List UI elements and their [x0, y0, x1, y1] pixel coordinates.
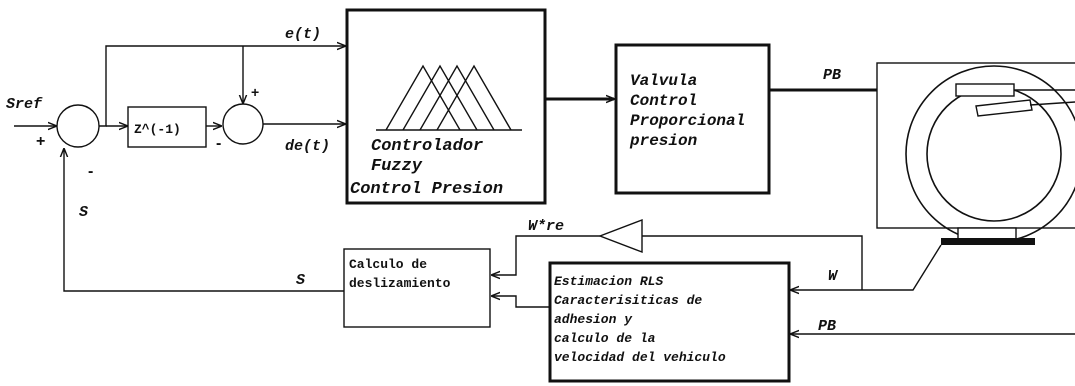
sensor-base	[941, 238, 1035, 245]
slip-label-line2: deslizamiento	[349, 276, 451, 291]
wheel-speed-line	[791, 244, 942, 290]
rls-label-line1: Estimacion RLS	[554, 274, 663, 289]
sref-label: Sref	[6, 96, 43, 113]
valve-label-line4: presion	[629, 132, 697, 150]
de-t-label: de(t)	[285, 138, 330, 155]
sum1-minus-sign: -	[88, 163, 93, 180]
w-re-line	[492, 235, 600, 275]
slip-label-line1: Calculo de	[349, 257, 427, 272]
fuzzy-membership-icon	[376, 64, 522, 131]
w-label: W	[828, 268, 839, 285]
rls-to-slip-line	[492, 296, 550, 308]
valve-label-line3: Proporcional	[630, 112, 745, 130]
summing-junction-2	[222, 103, 264, 145]
sum2-minus-sign: -	[216, 135, 221, 152]
rls-estimation-block	[548, 261, 791, 383]
fuzzy-label-line3: Control Presion	[350, 180, 503, 199]
sensor-mount	[957, 227, 1017, 240]
gain-triangle	[598, 218, 643, 254]
rls-label-line4: calculo de la	[554, 331, 656, 346]
valve-block	[614, 43, 771, 195]
rls-label-line5: velocidad del vehiculo	[554, 350, 726, 365]
brake-caliper-top	[955, 83, 1015, 97]
pb-top-label: PB	[823, 67, 841, 84]
pb-bottom-label: PB	[818, 318, 836, 335]
sum1-plus-sign: +	[36, 133, 45, 150]
summing-junction-1	[56, 104, 100, 148]
gain-feed-line	[642, 235, 863, 290]
s-mid-label: S	[296, 272, 305, 289]
sum2-plus-sign: +	[251, 84, 259, 100]
delay-block	[127, 106, 207, 148]
fuzzy-label-line1: Controlador	[371, 137, 483, 156]
rls-label-line3: adhesion y	[554, 312, 633, 327]
delay-label: Z^(-1)	[134, 122, 181, 137]
s-left-label: S	[79, 204, 88, 221]
slip-feedback-line	[64, 149, 344, 292]
valve-label-line1: Valvula	[630, 72, 697, 90]
w-re-label: W*re	[528, 218, 564, 235]
slip-calculation-block	[343, 248, 491, 328]
valve-label-line2: Control	[630, 92, 697, 110]
brake-caliper-arm	[975, 99, 1033, 117]
e-t-label: e(t)	[285, 26, 321, 43]
fuzzy-label-line2: Fuzzy	[371, 157, 423, 176]
error-signal-path	[99, 46, 345, 127]
rls-label-line2: Caracterisiticas de	[554, 293, 702, 308]
